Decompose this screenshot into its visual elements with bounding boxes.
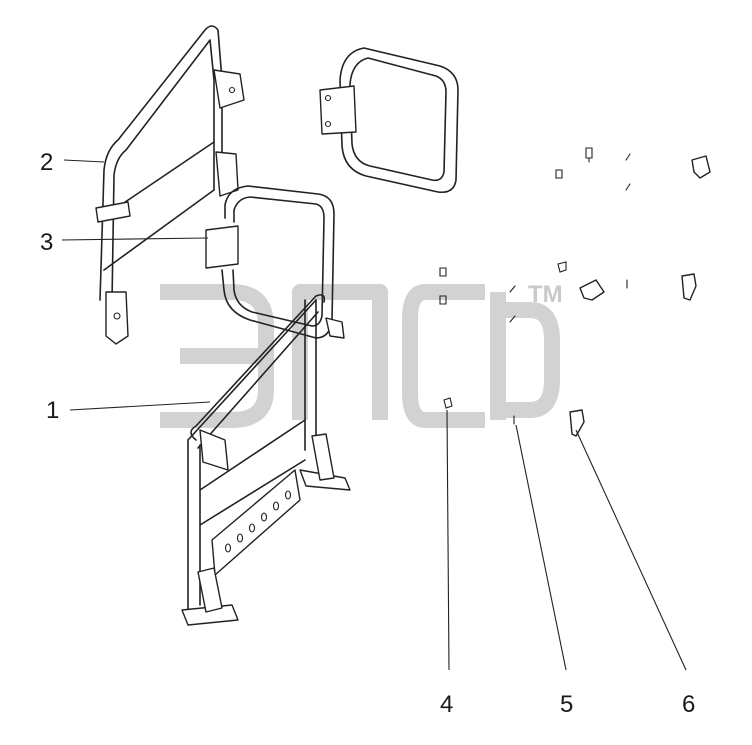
leader-2 (63, 159, 105, 163)
part-3-hinged-frame (205, 185, 345, 339)
callout-label-5: 5 (560, 691, 573, 718)
callout-label-6: 6 (682, 691, 695, 718)
leader-5 (515, 424, 567, 671)
hardware-parts (439, 147, 711, 437)
leader-1 (69, 401, 211, 411)
callout-labels: 1 2 3 4 5 6 (40, 149, 695, 718)
leader-lines (61, 159, 687, 671)
door-frame-upper (319, 47, 459, 194)
callout-label-1: 1 (46, 397, 59, 424)
leader-4 (446, 409, 450, 671)
part-1-step-ladder (181, 294, 351, 626)
callout-label-3: 3 (40, 229, 53, 256)
callout-label-4: 4 (440, 691, 453, 718)
watermark-trademark: TM (528, 281, 563, 308)
watermark-logo: TM (160, 281, 563, 428)
callout-label-2: 2 (40, 149, 53, 176)
part-2-guard-rail (95, 25, 245, 345)
leader-6 (575, 429, 687, 671)
leader-3 (61, 237, 209, 241)
